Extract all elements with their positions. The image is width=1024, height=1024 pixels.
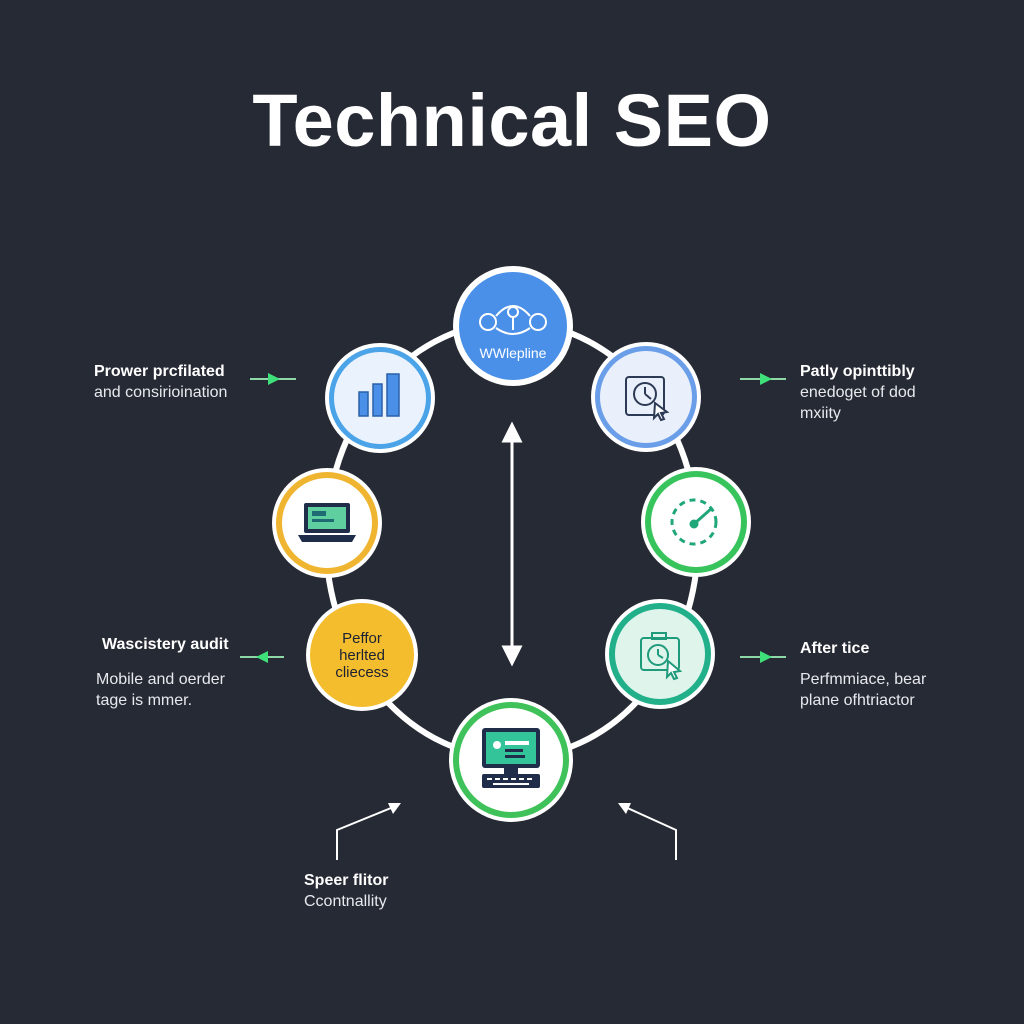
label-bottom: Speer flitor Ccontnallity: [304, 870, 388, 912]
label-mid-left-sub-1: Mobile and oerder: [96, 671, 225, 688]
label-mid-right-sub-1: Perfmmiace, bear: [800, 671, 927, 688]
label-upper-right-sub-2: mxiity: [800, 405, 841, 422]
label-upper-left-head: Prower prcfilated: [94, 363, 225, 380]
label-upper-right-head: Patly opinttibly: [800, 363, 915, 380]
node-upper-right[interactable]: [591, 342, 701, 452]
node-lower-left-line-3: cliecess: [335, 664, 388, 681]
label-upper-right-sub-1: enedoget of dod: [800, 384, 916, 401]
node-mid-right[interactable]: [641, 467, 751, 577]
laptop-icon: [298, 503, 356, 542]
speed-gauge-icon: [670, 498, 718, 546]
page-title: Technical SEO: [252, 79, 772, 162]
label-upper-left: Prower prcfilated and consirioination: [94, 361, 227, 403]
node-lower-left[interactable]: Peffor herlted cliecess: [306, 599, 418, 711]
label-mid-right: After tice Perfmmiace, bear plane ofhtri…: [800, 638, 926, 711]
monitor-icon: [482, 728, 540, 788]
node-top[interactable]: WWlepline: [453, 266, 573, 386]
label-mid-right-sub-2: plane ofhtriactor: [800, 692, 915, 709]
connector-arrows: [240, 373, 786, 860]
node-lower-right[interactable]: [605, 599, 715, 709]
network-icon: [479, 305, 547, 335]
clock-cursor-icon: [625, 376, 670, 422]
label-mid-left: Wascistery audit Mobile and oerder tage …: [96, 634, 229, 711]
node-upper-left[interactable]: [325, 343, 435, 453]
label-upper-left-sub: and consirioination: [94, 384, 228, 401]
label-bottom-head: Speer flitor: [304, 872, 389, 889]
camera-cursor-icon: [640, 632, 683, 681]
label-mid-left-sub-2: tage is mmer.: [96, 692, 193, 709]
node-mid-left[interactable]: [272, 468, 382, 578]
label-mid-left-head: Wascistery audit: [102, 636, 229, 653]
label-bottom-sub: Ccontnallity: [304, 893, 387, 910]
node-lower-left-line-2: herlted: [339, 647, 385, 664]
bar-chart-icon: [358, 373, 400, 417]
node-top-label: WWlepline: [480, 345, 547, 361]
label-upper-right: Patly opinttibly enedoget of dod mxiity: [800, 361, 916, 424]
node-bottom[interactable]: [449, 698, 573, 822]
label-mid-right-head: After tice: [800, 640, 870, 657]
node-lower-left-line-1: Peffor: [342, 630, 382, 647]
